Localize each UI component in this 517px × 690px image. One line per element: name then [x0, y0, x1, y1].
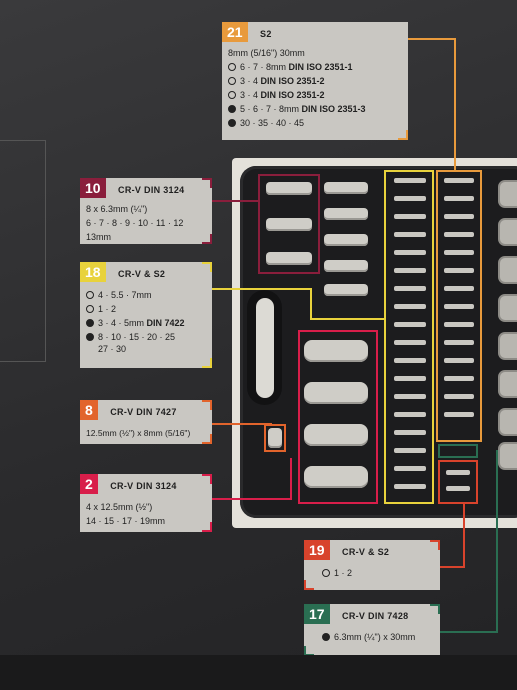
card-title: CR-V DIN 3124 [110, 481, 177, 491]
spec-row: 4 · 5.5 · 7mm [86, 288, 212, 302]
large-sockets-column [494, 176, 517, 476]
bits-column-21 [438, 172, 482, 442]
card-title: CR-V DIN 7428 [342, 611, 409, 621]
card-number: 8 [80, 400, 98, 420]
spec-card-10: 10 CR-V DIN 3124 8 x 6.3mm (¼") 6 · 7 · … [80, 178, 212, 244]
small-sockets-column-2 [322, 178, 372, 298]
highlight-17 [438, 444, 478, 458]
spec-row: 6.3mm (¼") x 30mm [322, 630, 440, 644]
pozidriv-icon [228, 91, 236, 99]
box-flap-edge [0, 140, 46, 362]
spec-card-17: 17 CR-V DIN 7428 6.3mm (¼") x 30mm [304, 604, 440, 656]
spec-row: 6 · 7 · 8mm DIN ISO 2351-1 [228, 60, 408, 74]
deep-sockets-group [300, 332, 378, 502]
card-number: 2 [80, 474, 98, 494]
card-number: 21 [222, 22, 248, 42]
leader-line-2b [290, 458, 292, 500]
torx-icon [86, 333, 94, 341]
spec-row: 1 · 2 [322, 566, 440, 580]
card-title: CR-V DIN 7427 [110, 407, 177, 417]
spec-row: 13mm [86, 232, 112, 242]
card-number: 10 [80, 178, 106, 198]
leader-line-19 [463, 502, 465, 568]
card-title: CR-V & S2 [342, 547, 390, 557]
bits-group-19 [440, 462, 476, 502]
spec-card-18: 18 CR-V & S2 4 · 5.5 · 7mm 1 · 2 3 · 4 ·… [80, 262, 212, 368]
card-title: CR-V DIN 3124 [118, 185, 185, 195]
spec-row: 30 · 35 · 40 · 45 [228, 116, 408, 130]
leader-line-21b [454, 38, 456, 172]
highlight-18 [384, 170, 434, 504]
spec-row: 14 · 15 · 17 · 19mm [86, 516, 166, 526]
card-title: S2 [260, 29, 272, 39]
spec-row: 8 · 10 · 15 · 20 · 25 [86, 330, 212, 344]
spec-card-21: 21 S2 8mm (5/16") 30mm 6 · 7 · 8mm DIN I… [222, 22, 408, 140]
card-number: 17 [304, 604, 330, 624]
box-bottom-edge [0, 655, 517, 690]
spec-card-8: 8 CR-V DIN 7427 12.5mm (½") x 8mm (5/16"… [80, 400, 212, 444]
spec-row: 27 · 30 [98, 344, 127, 354]
spec-row: 8 x 6.3mm (¼") [86, 204, 148, 214]
leader-line-18 [212, 288, 312, 290]
leader-line-18b [310, 288, 312, 318]
case-handle-grip [256, 298, 274, 398]
slotted-icon [228, 63, 236, 71]
spec-card-19: 19 CR-V & S2 1 · 2 [304, 540, 440, 590]
hex-icon [86, 319, 94, 327]
torx-icon [228, 119, 236, 127]
highlight-2 [298, 330, 378, 504]
spec-row: 3 · 4 DIN ISO 2351-2 [228, 88, 408, 102]
adapter-piece [268, 428, 282, 448]
leader-line-17 [496, 450, 498, 633]
card-number: 19 [304, 540, 330, 560]
hex-icon [228, 105, 236, 113]
phillips-icon [86, 305, 94, 313]
leader-line-18c [310, 318, 386, 320]
spec-row: 5 · 6 · 7 · 8mm DIN ISO 2351-3 [228, 102, 408, 116]
bits-column-18 [386, 172, 434, 502]
card-title: CR-V & S2 [118, 269, 166, 279]
leader-line-10 [212, 200, 260, 202]
slotted-icon [86, 291, 94, 299]
spec-row: 12.5mm (½") x 8mm (5/16") [86, 428, 191, 438]
hex-icon [322, 633, 330, 641]
highlight-21 [436, 170, 482, 442]
leader-line-21 [408, 38, 456, 40]
spec-row: 6 · 7 · 8 · 9 · 10 · 11 · 12 [86, 218, 184, 228]
leader-line-19b [440, 566, 465, 568]
leader-line-2 [212, 498, 292, 500]
spec-card-2: 2 CR-V DIN 3124 4 x 12.5mm (½") 14 · 15 … [80, 474, 212, 532]
highlight-10 [258, 174, 320, 274]
phillips-icon [228, 77, 236, 85]
highlight-8 [264, 424, 286, 452]
spec-row: 3 · 4 · 5mm DIN 7422 [86, 316, 212, 330]
spec-row: 8mm (5/16") 30mm [228, 48, 305, 58]
leader-line-17b [440, 631, 498, 633]
phillips-icon [322, 569, 330, 577]
spec-row: 1 · 2 [86, 302, 212, 316]
small-sockets-group [262, 178, 317, 276]
highlight-19 [438, 460, 478, 504]
spec-row: 4 x 12.5mm (½") [86, 502, 153, 512]
leader-line-8 [212, 423, 272, 425]
card-number: 18 [80, 262, 106, 282]
spec-row: 3 · 4 DIN ISO 2351-2 [228, 74, 408, 88]
